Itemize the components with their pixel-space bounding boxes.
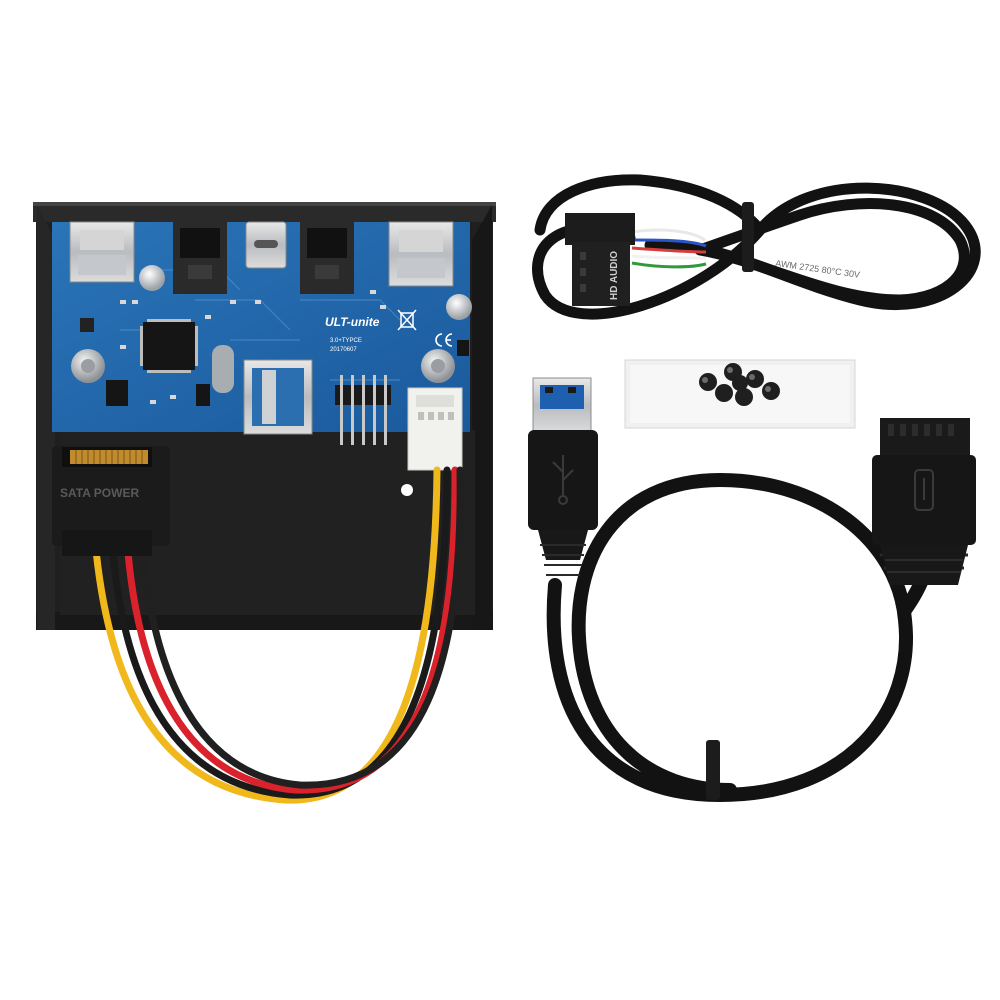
bracket-mount-hole xyxy=(401,484,413,496)
pin-header xyxy=(335,375,391,445)
usb3-cable xyxy=(546,472,929,803)
ce-mark-icon xyxy=(435,333,453,347)
usb-a-plug xyxy=(528,377,598,576)
audio-jack-right xyxy=(300,222,354,294)
weee-bin-icon xyxy=(397,309,417,331)
power-wires xyxy=(91,466,464,804)
usb-logo-icon xyxy=(552,455,574,505)
usb-a-port-center xyxy=(243,359,313,435)
audio-wires xyxy=(631,228,707,269)
pcb-model-label: 3.0+TYPCE xyxy=(330,338,362,344)
sata-power-label: SATA POWER xyxy=(60,486,139,500)
small-ic xyxy=(106,380,128,406)
capacitor xyxy=(139,265,165,291)
capacitor xyxy=(446,294,472,320)
usb-c-port xyxy=(245,221,287,269)
usb3-logo-icon xyxy=(914,469,934,511)
usb-a-port-left xyxy=(69,221,135,283)
fan-power-connector xyxy=(407,387,463,471)
usb-a-port-right xyxy=(388,221,454,287)
audio-jack-left xyxy=(173,222,227,294)
hd-audio-label: HD AUDIO xyxy=(609,251,620,300)
pcb-date-label: 20170607 xyxy=(330,347,357,353)
pcb-screw-left xyxy=(71,349,105,383)
hd-audio-connector: HD AUDIO xyxy=(565,213,635,306)
screws-bag xyxy=(624,359,856,429)
usb-internal-header-plug xyxy=(872,418,976,585)
hd-audio-cable xyxy=(532,174,981,320)
sata-power-connector: SATA POWER xyxy=(52,446,170,556)
controller-chip xyxy=(143,322,195,370)
pcb-board: ULT-unite 3.0+TYPCE 20170607 xyxy=(52,221,472,471)
pcb-brand-label: ULT-unite xyxy=(325,315,380,329)
crystal-oscillator xyxy=(212,345,234,393)
pcb-screw-right xyxy=(421,349,455,383)
